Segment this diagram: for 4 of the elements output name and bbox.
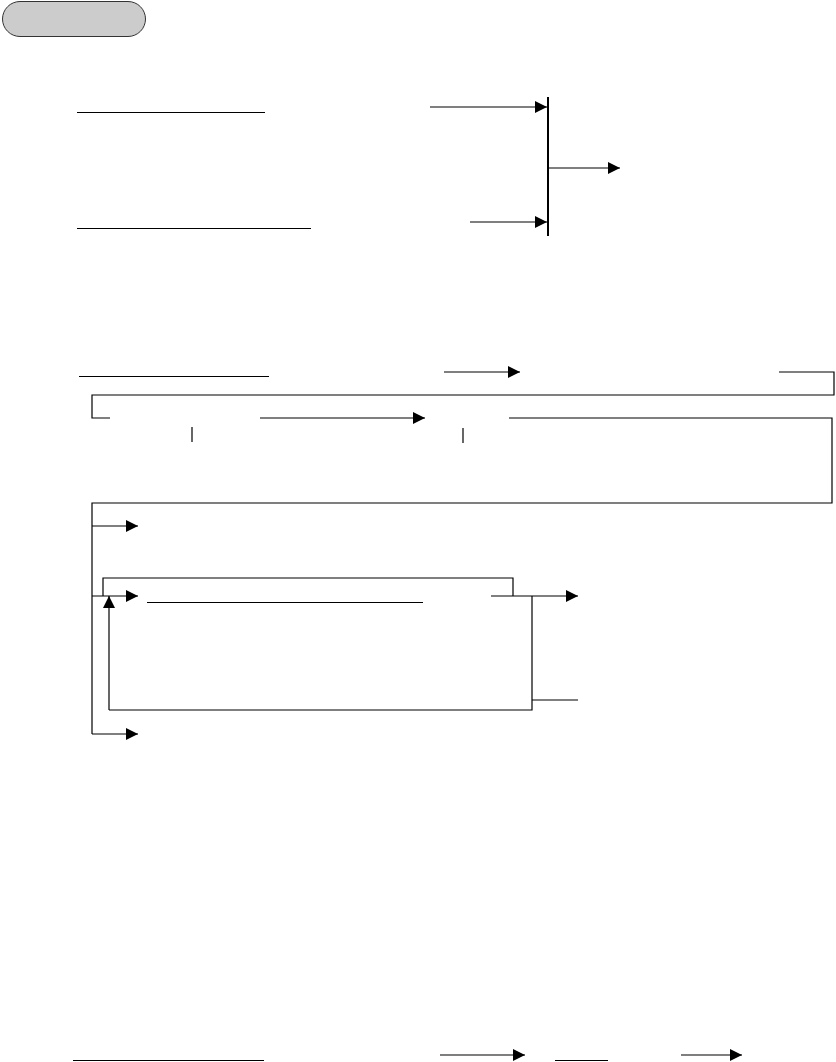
arrow	[469, 216, 548, 228]
rounded-tab	[2, 1, 146, 37]
arrow	[429, 101, 548, 113]
arrow	[547, 162, 621, 174]
